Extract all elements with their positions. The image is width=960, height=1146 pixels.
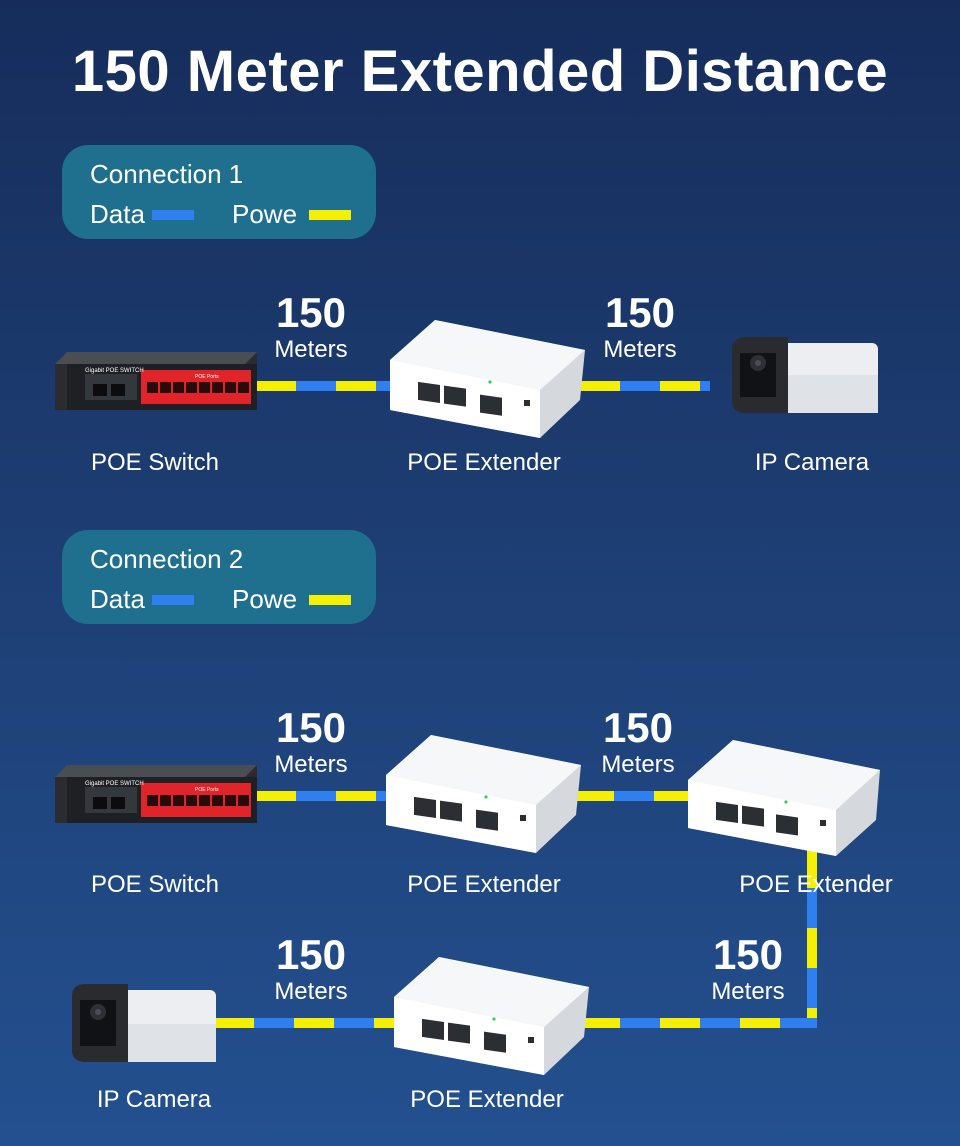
- switch-brand: Gigabit POE SWITCH: [85, 368, 144, 374]
- distance-value: 150: [602, 704, 674, 751]
- distance-unit: Meters: [274, 751, 348, 778]
- distance-unit: Meters: [601, 751, 675, 778]
- cable-extender-to-extender: [574, 791, 694, 801]
- switch-ports-label: POE Ports: [195, 787, 219, 793]
- poe-extender-icon: [386, 735, 581, 853]
- distance-label: 150 Meters: [251, 290, 371, 364]
- legend-power-label: Powe: [232, 199, 298, 229]
- distance-value: 150: [275, 289, 347, 336]
- device-label: POE Extender: [410, 1086, 564, 1113]
- poe-switch-icon: Gigabit POE SWITCH POE Ports: [55, 765, 257, 823]
- cable-extender-to-camera: [580, 381, 710, 391]
- legend-title: Connection 1: [90, 159, 244, 189]
- device-label: POE Switch: [90, 449, 220, 476]
- poe-switch-icon: Gigabit POE SWITCH POE Ports: [55, 352, 257, 410]
- distance-label: 150 Meters: [578, 705, 698, 779]
- data-swatch: [152, 210, 194, 220]
- distance-value: 150: [604, 289, 676, 336]
- distance-value: 150: [712, 931, 784, 978]
- connection-2-legend: Connection 2 Data Powe: [62, 530, 376, 624]
- power-swatch: [309, 210, 351, 220]
- cable-vertical-down: [807, 848, 817, 1028]
- distance-unit: Meters: [711, 978, 785, 1005]
- distance-unit: Meters: [274, 336, 348, 363]
- distance-unit: Meters: [274, 978, 348, 1005]
- distance-label: 150 Meters: [251, 932, 371, 1006]
- poe-extender-icon: [394, 957, 589, 1075]
- device-label: POE Extender: [407, 449, 561, 476]
- device-label: POE Switch: [90, 871, 220, 898]
- distance-value: 150: [275, 704, 347, 751]
- power-swatch: [309, 595, 351, 605]
- distance-value: 150: [275, 931, 347, 978]
- connection-1-legend: Connection 1 Data Powe: [62, 145, 376, 239]
- page-title: 150 Meter Extended Distance: [71, 39, 889, 104]
- legend-data-label: Data: [90, 584, 145, 614]
- ip-camera-icon: [732, 337, 878, 413]
- poe-extender-icon: [688, 740, 880, 856]
- switch-brand: Gigabit POE SWITCH: [85, 781, 144, 787]
- device-label: POE Extender: [739, 871, 893, 898]
- device-label: IP Camera: [754, 449, 870, 476]
- device-label: IP Camera: [96, 1086, 212, 1113]
- data-swatch: [152, 595, 194, 605]
- switch-ports-label: POE Ports: [195, 374, 219, 380]
- distance-unit: Meters: [603, 336, 677, 363]
- device-label: POE Extender: [407, 871, 561, 898]
- poe-extender-icon: [390, 320, 585, 438]
- cable-extender-to-camera: [214, 1018, 399, 1028]
- cable-switch-to-extender: [256, 791, 396, 801]
- cable-extender-to-extender: [580, 1018, 817, 1028]
- legend-power-label: Powe: [232, 584, 298, 614]
- distance-label: 150 Meters: [688, 932, 808, 1006]
- legend-title: Connection 2: [90, 544, 244, 574]
- cable-switch-to-extender: [256, 381, 406, 391]
- legend-data-label: Data: [90, 199, 145, 229]
- distance-label: 150 Meters: [251, 705, 371, 779]
- distance-label: 150 Meters: [580, 290, 700, 364]
- ip-camera-icon: [72, 984, 216, 1062]
